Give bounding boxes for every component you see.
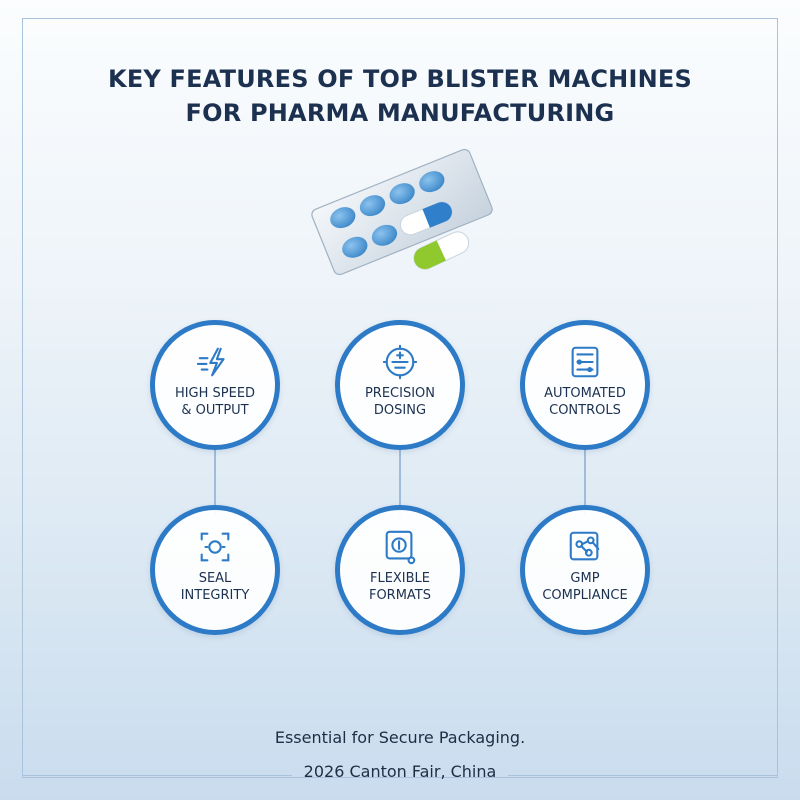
- border-frame: [22, 18, 778, 778]
- feature-label-line1: SEAL: [198, 571, 232, 586]
- feature-label-line1: GMP: [570, 571, 600, 586]
- feature-label-line1: PRECISION: [364, 386, 436, 401]
- lightning-icon: [196, 347, 225, 377]
- feature-seal-integrity: SEAL INTEGRITY: [150, 505, 280, 635]
- title-line-2: FOR PHARMA MANUFACTURING: [185, 99, 615, 127]
- green-white-capsule: [413, 231, 470, 270]
- feature-label-line1: AUTOMATED: [544, 386, 626, 401]
- feature-label-line2: INTEGRITY: [180, 588, 250, 603]
- connector-left: [214, 445, 216, 515]
- feature-high-speed: HIGH SPEED & OUTPUT: [150, 320, 280, 450]
- seal-target-icon: [200, 532, 230, 562]
- page-title: KEY FEATURES OF TOP BLISTER MACHINES FOR…: [0, 62, 800, 130]
- feature-label-line2: DOSING: [373, 403, 427, 418]
- format-frame-icon: [385, 530, 416, 565]
- feature-flexible-formats: FLEXIBLE FORMATS: [335, 505, 465, 635]
- feature-automated-controls: AUTOMATED CONTROLS: [520, 320, 650, 450]
- feature-label-line1: HIGH SPEED: [174, 386, 256, 401]
- compliance-network-icon: [569, 531, 600, 561]
- feature-label-line2: COMPLIANCE: [542, 588, 628, 603]
- connector-center: [399, 445, 401, 515]
- footer-event: 2026 Canton Fair, China: [303, 762, 497, 781]
- feature-label-line2: FORMATS: [368, 588, 432, 603]
- footer-divider-right: [508, 775, 778, 776]
- dosing-gauge-icon: [382, 344, 418, 380]
- footer-divider-left: [22, 775, 292, 776]
- control-panel-icon: [571, 346, 599, 378]
- feature-precision-dosing: PRECISION DOSING: [335, 320, 465, 450]
- feature-label-line2: & OUTPUT: [181, 403, 249, 418]
- feature-label-line1: FLEXIBLE: [369, 571, 431, 586]
- blue-white-capsule: [399, 201, 453, 236]
- title-line-1: KEY FEATURES OF TOP BLISTER MACHINES: [108, 65, 692, 93]
- feature-gmp-compliance: GMP COMPLIANCE: [520, 505, 650, 635]
- connector-right: [584, 445, 586, 515]
- tablets: [330, 171, 445, 258]
- feature-label-line2: CONTROLS: [549, 403, 621, 418]
- blister-pack-illustration: [311, 148, 493, 276]
- footer-tagline: Essential for Secure Packaging.: [274, 728, 526, 747]
- blister-sheet: [311, 148, 493, 276]
